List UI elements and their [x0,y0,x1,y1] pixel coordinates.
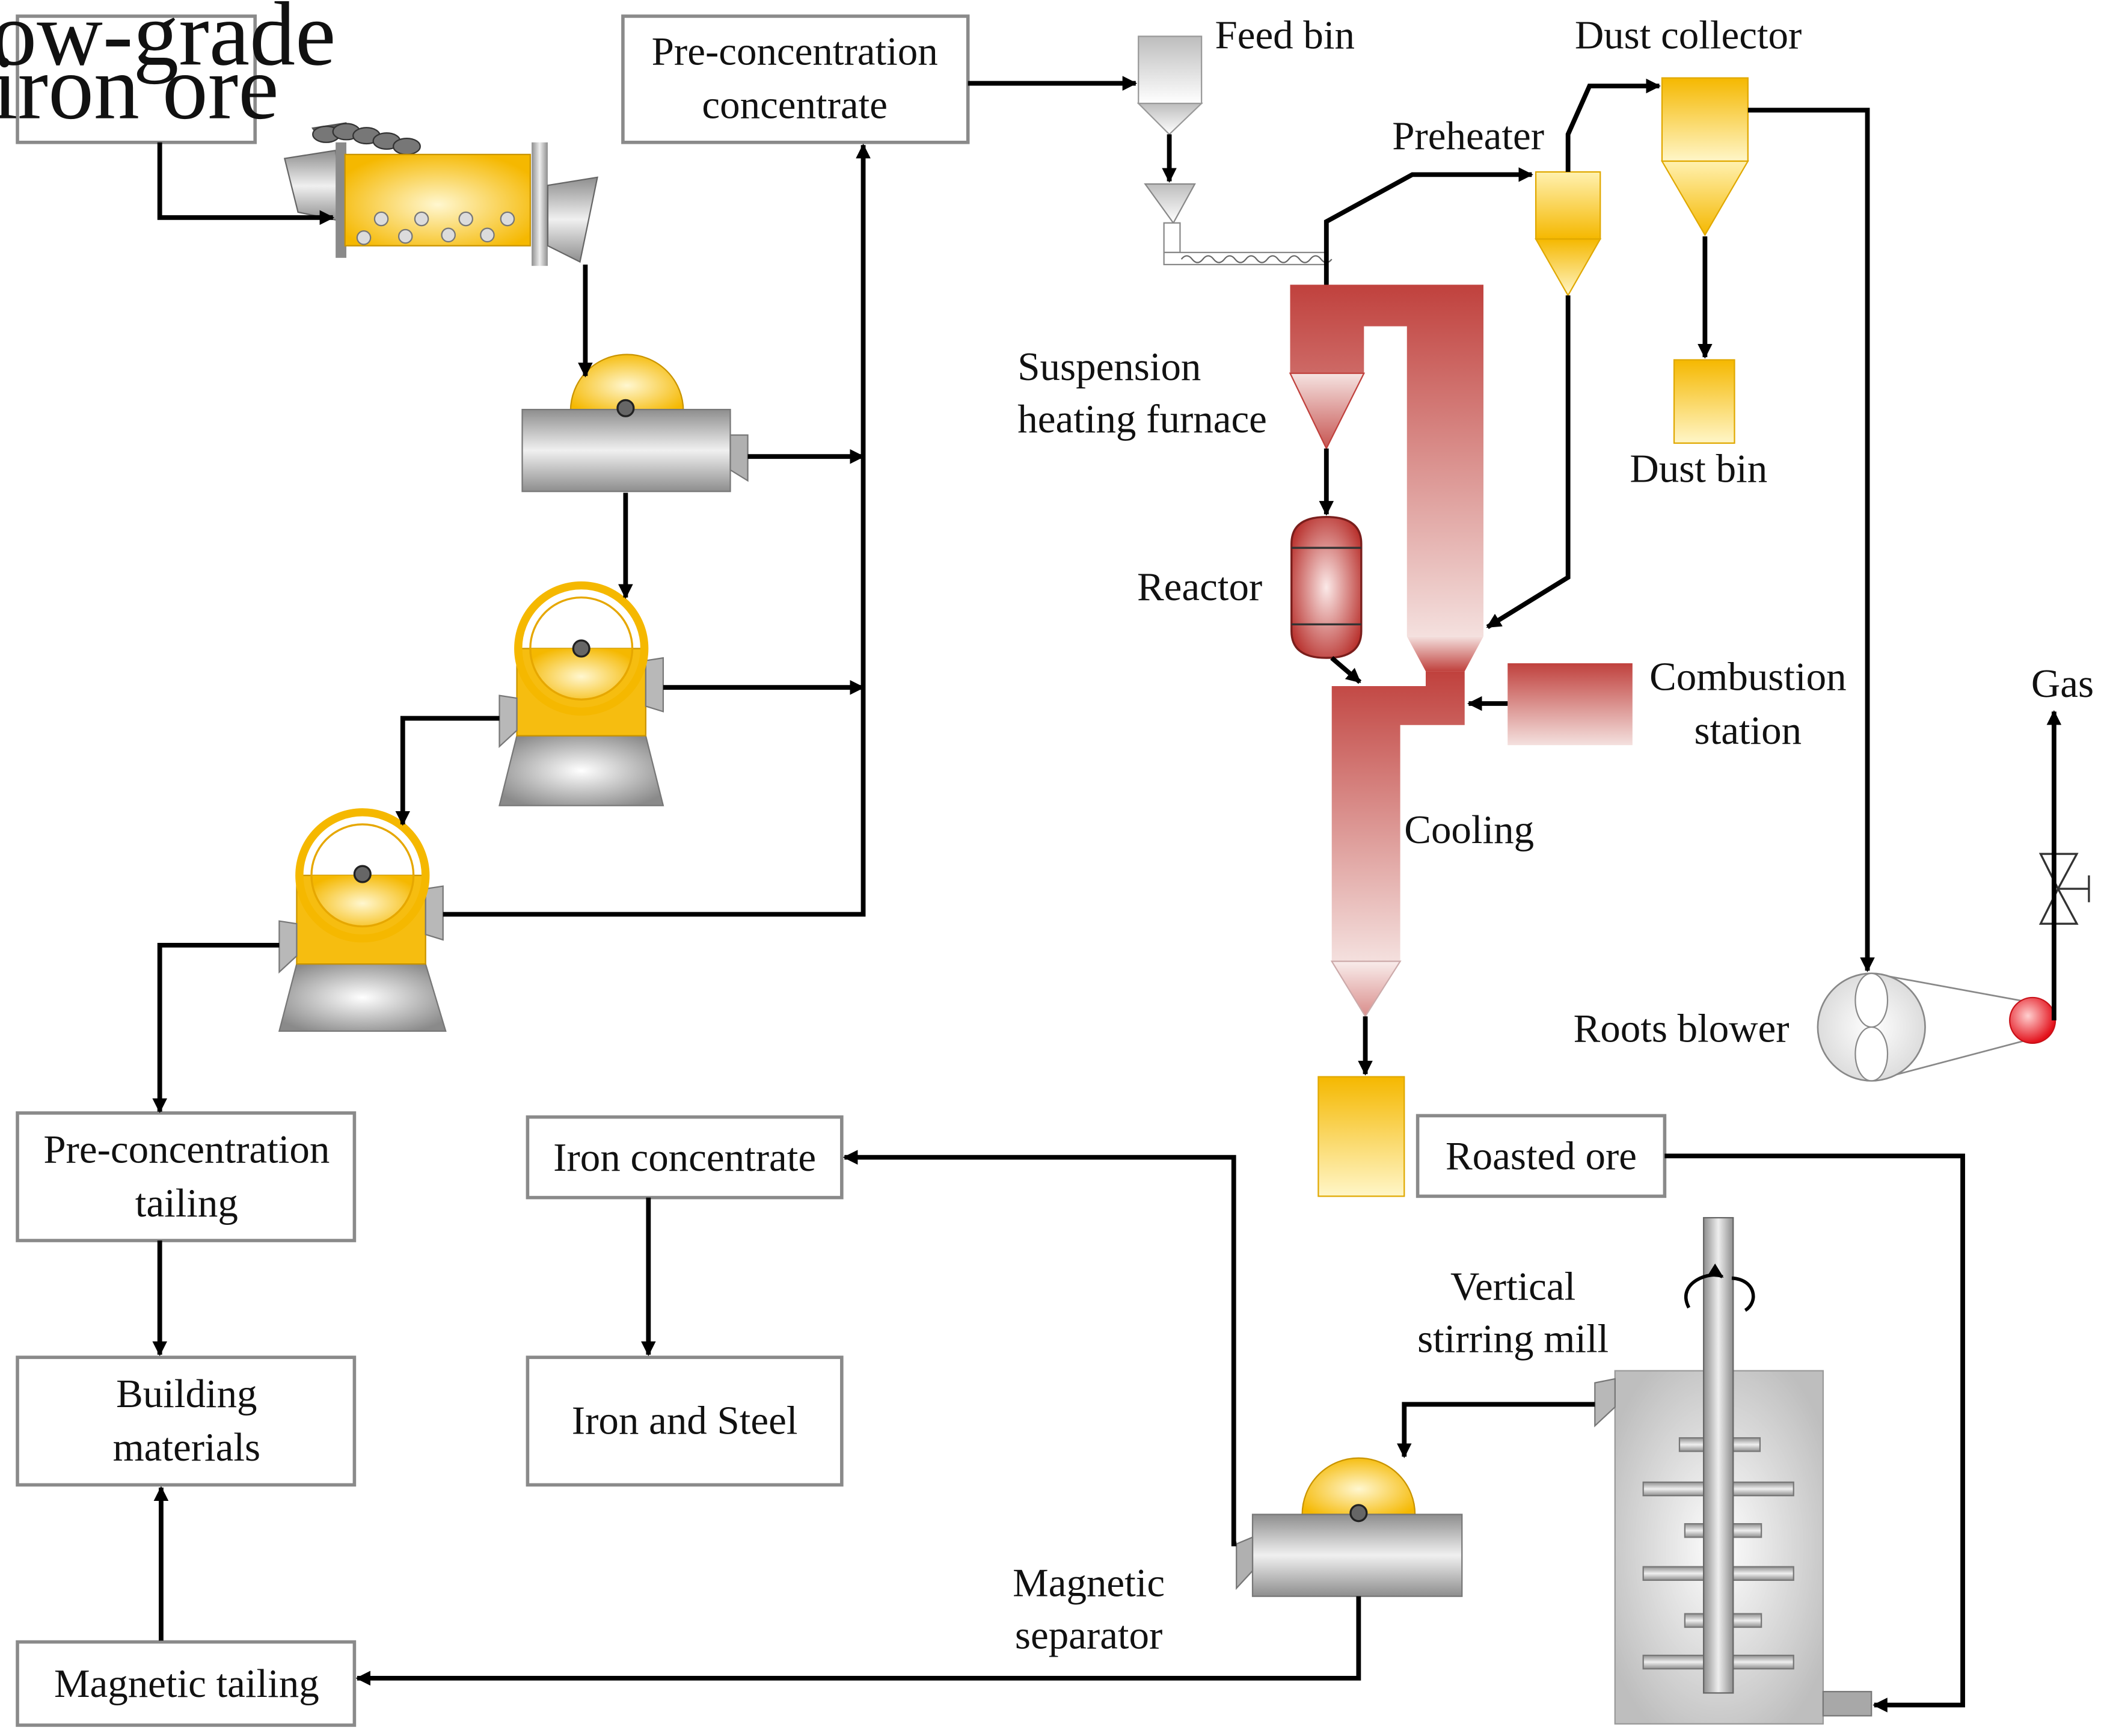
building-materials-box: Building materials [16,1355,357,1487]
magnetic-tailing-box: Magnetic tailing [16,1640,357,1727]
iron-concentrate-label: Iron concentrate [553,1135,816,1180]
pre-concentration-concentrate-box: Pre-concentration concentrate [621,14,970,144]
cooling-label: Cooling [1404,808,1534,852]
roasted-ore-box: Roasted ore [1415,1114,1667,1198]
building-materials-line-2: materials [113,1425,260,1470]
feed-bin-label: Feed bin [1215,13,1354,58]
suspension-furnace-label-2: heating furnace [1017,397,1267,441]
roasted-ore-label: Roasted ore [1446,1134,1637,1179]
ball-mill-icon [283,122,598,266]
dust-collector-label: Dust collector [1575,13,1802,58]
magnetic-separator-label-1: Magnetic [1013,1561,1165,1606]
iron-and-steel-label: Iron and Steel [572,1399,798,1443]
low-grade-ore-line-1: Low-grade [0,0,336,84]
roasted-ore-bin-icon [1317,1076,1405,1197]
low-grade-ore-box: Low-grade iron ore [0,0,336,144]
building-materials-line-1: Building [116,1372,257,1416]
pre-conc-concentrate-line-2: concentrate [702,83,888,127]
cooling-column-icon [1330,636,1484,1018]
roots-blower-label: Roots blower [1574,1007,1790,1051]
dust-collector-icon [1661,77,1749,237]
pre-conc-concentrate-line-1: Pre-concentration [652,29,938,73]
magnetic-separator-3-icon [278,808,447,1032]
vertical-stirring-mill-label-1: Vertical [1450,1264,1575,1308]
suspension-heating-furnace-icon [1289,284,1484,637]
vertical-stirring-mill-label-2: stirring mill [1417,1316,1609,1361]
gas-valve-icon [2038,853,2090,925]
pre-conc-tailing-line-2: tailing [135,1181,238,1225]
iron-and-steel-box: Iron and Steel [526,1355,844,1487]
preheater-icon [1535,171,1602,297]
magnetic-separator-4-icon [1236,1457,1463,1597]
combustion-station-label-2: station [1695,708,1802,753]
iron-concentrate-box: Iron concentrate [526,1115,844,1200]
vertical-stirring-mill-icon [1594,1216,1872,1725]
dust-bin-label: Dust bin [1630,447,1767,491]
pre-concentration-tailing-box: Pre-concentration tailing [16,1111,357,1242]
dust-bin-icon [1673,359,1735,444]
screw-feeder-icon [1144,183,1333,266]
magnetic-separator-label-2: separator [1015,1613,1162,1658]
pre-conc-tailing-line-1: Pre-concentration [43,1127,330,1172]
gas-label: Gas [2031,661,2094,706]
low-grade-ore-line-2: iron ore [0,37,279,138]
reactor-label: Reactor [1137,565,1262,609]
magnetic-separator-2-icon [498,581,664,806]
reactor-icon [1290,516,1363,659]
combustion-station-label-1: Combustion [1649,655,1846,699]
roots-blower-icon [1817,972,2057,1082]
magnetic-separator-1-icon [521,354,749,492]
suspension-furnace-label-1: Suspension [1017,345,1201,389]
magnetic-tailing-label: Magnetic tailing [54,1661,319,1706]
combustion-station-icon [1508,663,1633,746]
feed-bin-icon [1136,35,1203,135]
preheater-label: Preheater [1392,114,1544,158]
flow-lines [152,76,2062,1713]
